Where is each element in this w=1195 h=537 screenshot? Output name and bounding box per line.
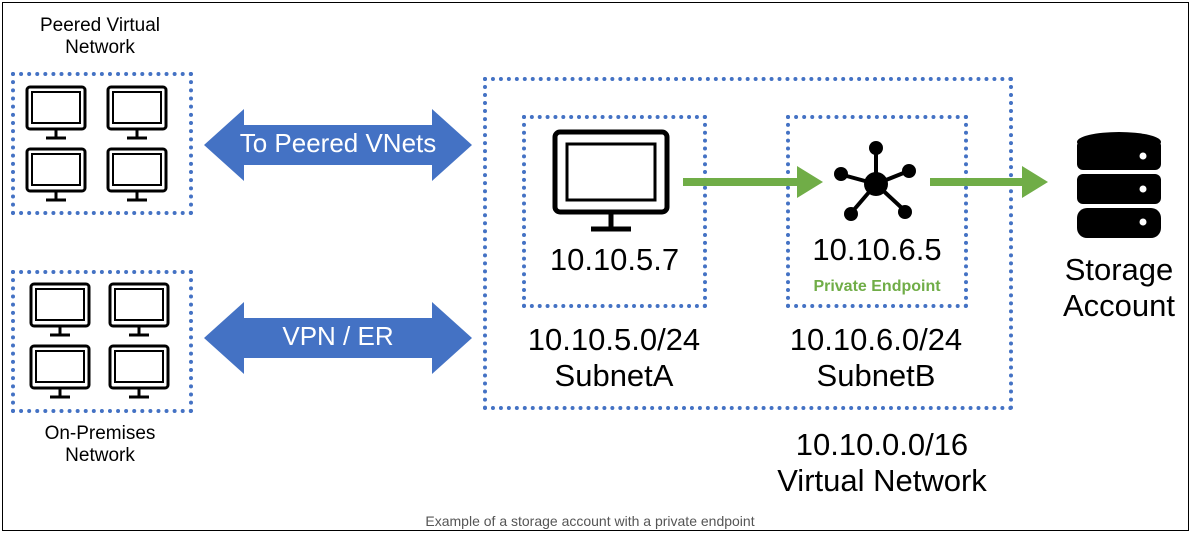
diagram-frame xyxy=(2,2,1189,531)
private-endpoint-label: Private Endpoint xyxy=(813,278,941,295)
virtual-network-caption: 10.10.0.0/16 Virtual Network xyxy=(742,427,1022,498)
subnet-a-cidr: 10.10.5.0/24 xyxy=(527,322,701,357)
peered-network-label: Peered Virtual Network xyxy=(10,15,190,59)
figure-caption: Example of a storage account with a priv… xyxy=(425,513,755,529)
peered-computers-group xyxy=(25,85,168,202)
monitor-icon xyxy=(108,282,170,337)
peered-vnets-double-arrow xyxy=(204,109,472,181)
monitor-icon xyxy=(25,147,87,202)
peered-network-label-line2: Network xyxy=(65,36,135,58)
onprem-network-label-line2: Network xyxy=(65,444,135,466)
onprem-network-label: On-Premises Network xyxy=(10,423,190,467)
monitor-icon xyxy=(29,282,91,337)
subnet-a-caption: 10.10.5.0/24 SubnetA xyxy=(504,322,724,393)
subnet-a-host-ip: 10.10.5.7 xyxy=(549,242,680,277)
onprem-computers-group xyxy=(29,282,170,399)
vnet-name: Virtual Network xyxy=(777,462,987,498)
storage-label-line1: Storage xyxy=(1064,252,1174,287)
subnet-b-name: SubnetB xyxy=(816,357,936,393)
monitor-icon xyxy=(29,344,91,399)
onprem-network-box xyxy=(11,270,193,413)
storage-label-line2: Account xyxy=(1062,287,1175,323)
vm-monitor-icon xyxy=(552,129,670,232)
subnet-b-box xyxy=(786,115,968,308)
peered-network-label-line1: Peered Virtual xyxy=(39,15,161,36)
peered-vnets-arrow-label: To Peered VNets xyxy=(239,128,437,158)
monitor-icon xyxy=(25,85,87,140)
peered-network-box xyxy=(11,72,193,215)
monitor-icon xyxy=(106,85,168,140)
subnet-b-endpoint-ip: 10.10.6.5 xyxy=(812,232,942,267)
virtual-network-box xyxy=(483,77,1013,410)
storage-account-label: Storage Account xyxy=(1049,252,1189,323)
subnet-a-to-endpoint-arrow xyxy=(683,166,823,198)
private-endpoint-hub-icon xyxy=(834,141,916,221)
endpoint-to-storage-arrow xyxy=(930,166,1048,198)
subnet-a-box xyxy=(522,115,707,308)
vnet-cidr: 10.10.0.0/16 xyxy=(795,427,969,462)
subnet-a-name: SubnetA xyxy=(554,357,674,393)
vpn-er-arrow-label: VPN / ER xyxy=(282,321,394,351)
onprem-network-label-line1: On-Premises xyxy=(44,423,156,444)
vpn-er-double-arrow xyxy=(204,302,472,374)
subnet-b-cidr: 10.10.6.0/24 xyxy=(789,322,963,357)
storage-database-icon xyxy=(1077,132,1161,238)
monitor-icon xyxy=(106,147,168,202)
subnet-b-caption: 10.10.6.0/24 SubnetB xyxy=(766,322,986,393)
monitor-icon xyxy=(108,344,170,399)
